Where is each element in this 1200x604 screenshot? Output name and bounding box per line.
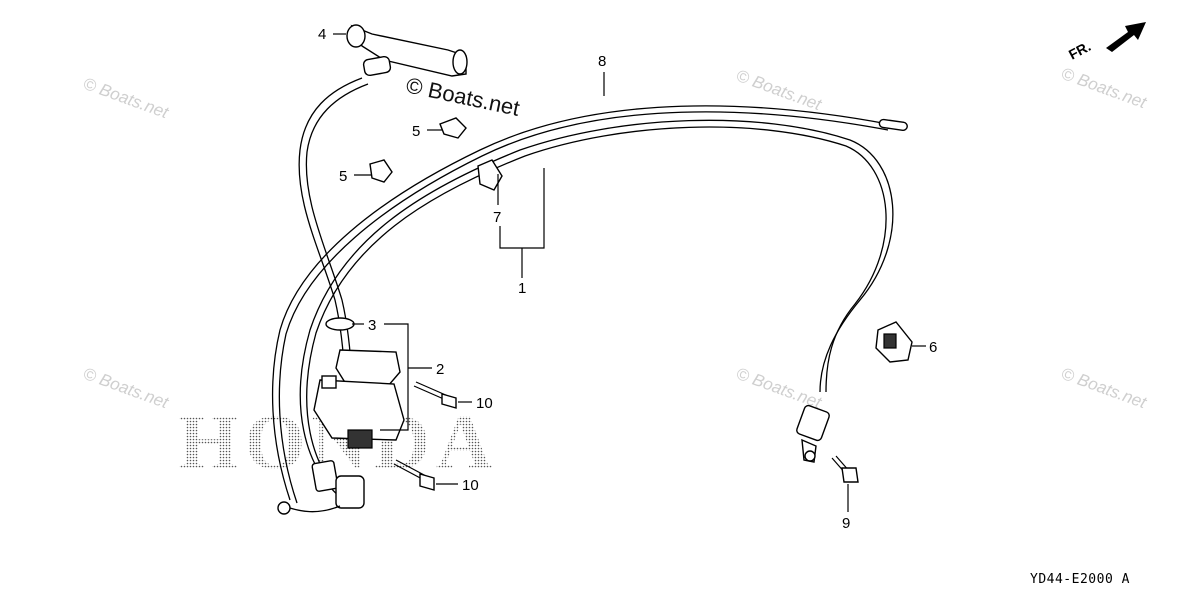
callout-5: 5 — [412, 123, 420, 140]
callout-7: 7 — [493, 209, 501, 226]
watermark-text: © Boats.net — [734, 364, 825, 413]
ground-terminal — [796, 404, 830, 463]
callout-3: 3 — [368, 317, 376, 334]
direction-label: FR. — [1066, 38, 1093, 63]
cord-clip — [369, 159, 393, 183]
callout-6: 6 — [929, 339, 937, 356]
main-watermark: © Boats.net — [404, 72, 522, 120]
bolt — [413, 381, 457, 409]
callout-10: 10 — [462, 477, 479, 494]
watermarks: © Boats.net © Boats.net © Boats.net © Bo… — [81, 64, 1150, 413]
leader-lines — [333, 33, 926, 512]
callout-4: 4 — [318, 26, 326, 43]
spark-plug-cap — [346, 24, 468, 77]
callout-9: 9 — [842, 515, 850, 532]
lead-grommet — [325, 317, 355, 331]
bolt — [393, 459, 435, 491]
watermark-text: © Boats.net — [81, 364, 172, 413]
cord-clip — [439, 117, 467, 139]
callouts: 4 8 5 5 7 1 3 2 10 10 6 9 — [318, 26, 937, 532]
watermark-text: © Boats.net — [1059, 64, 1150, 113]
callout-1: 1 — [518, 280, 526, 297]
watermark-text: © Boats.net — [81, 74, 172, 123]
bolt — [831, 455, 859, 483]
callout-5: 5 — [339, 168, 347, 185]
callout-10: 10 — [476, 395, 493, 412]
callout-2: 2 — [436, 361, 444, 378]
ignition-coil — [311, 349, 405, 492]
front-direction-arrow: FR. — [1066, 22, 1146, 63]
callout-8: 8 — [598, 53, 606, 70]
cables — [271, 77, 908, 508]
diagram-code: YD44-E2000 A — [1030, 572, 1130, 587]
watermark-text: © Boats.net — [1059, 364, 1150, 413]
rubber-boot — [875, 321, 913, 363]
wire-connector — [277, 475, 365, 515]
